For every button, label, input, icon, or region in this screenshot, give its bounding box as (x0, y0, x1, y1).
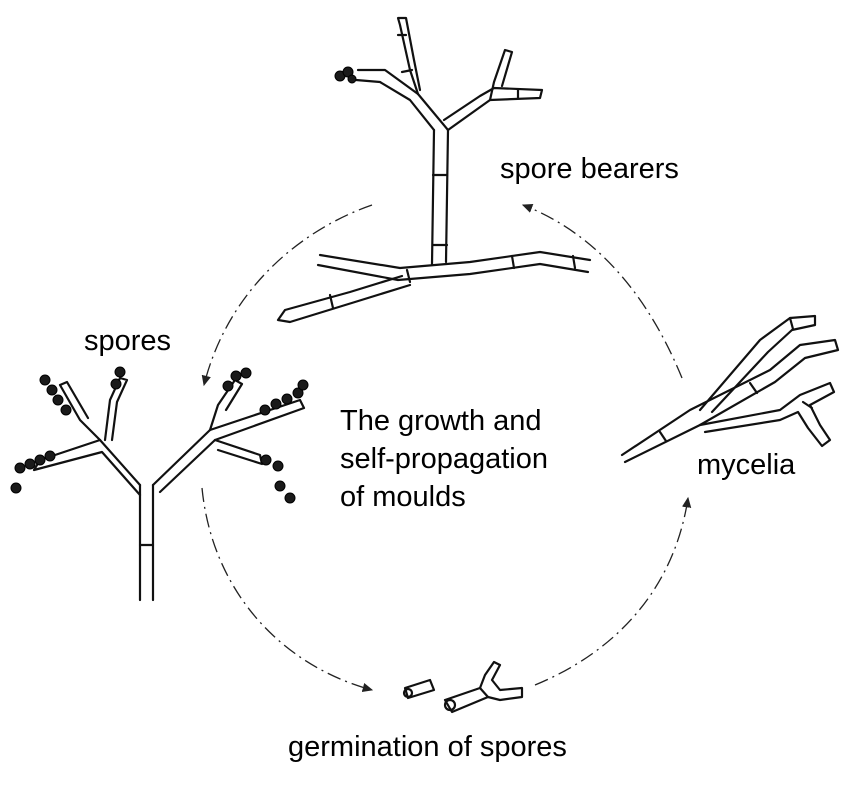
arrow-mycelia-to-bearers (521, 204, 683, 379)
label-germination-of-spores: germination of spores (288, 731, 567, 763)
title-line-3: of moulds (340, 481, 466, 513)
title-line-2: self-propagation (340, 443, 548, 475)
cycle-arrows (201, 204, 692, 693)
arrow-spores-to-germination (201, 487, 374, 693)
spore-bearers-drawing (276, 16, 592, 324)
germination-drawing (402, 660, 524, 714)
label-mycelia: mycelia (697, 449, 796, 481)
diagram-title: The growth and self-propagation of mould… (340, 402, 600, 516)
label-spore-bearers: spore bearers (500, 153, 679, 185)
mycelia-drawing (620, 314, 840, 464)
arrow-bearers-to-spores (201, 204, 373, 387)
title-line-1: The growth and (340, 405, 542, 437)
spores-drawing (10, 366, 309, 602)
arrow-germination-to-mycelia (534, 496, 692, 686)
label-spores: spores (84, 325, 172, 357)
